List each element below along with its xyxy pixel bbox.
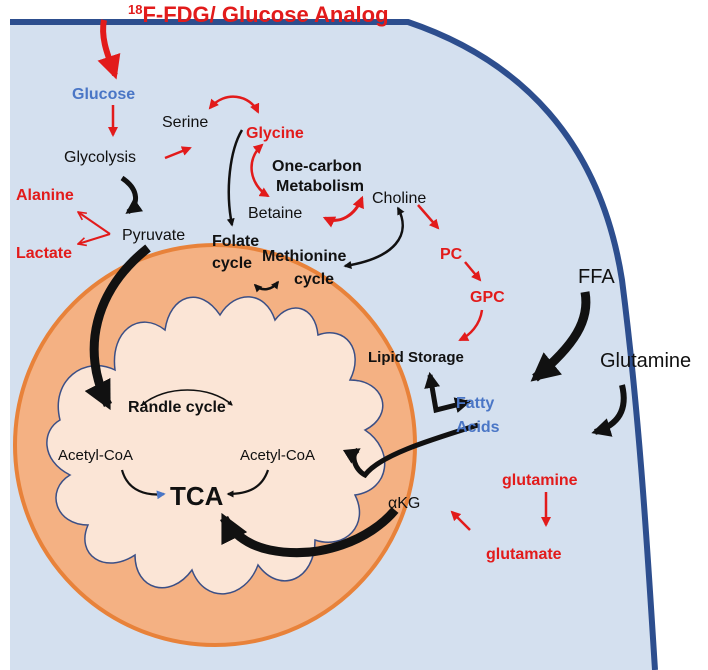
- acetylcoa-left-to-tca-arrow: [120, 469, 166, 500]
- pc-to-gpc-arrow: [464, 261, 482, 282]
- mitochondrion-inner-membrane: [46, 296, 386, 595]
- one-carbon-label-line1: One-carbon: [272, 158, 362, 175]
- folate-label-line2: cycle: [212, 255, 252, 272]
- methionine-label-line2: cycle: [294, 271, 334, 288]
- tracer-name: F-FDG/ Glucose Analog: [142, 2, 388, 27]
- serine-label: Serine: [162, 114, 208, 131]
- tracer-uptake-arrow: [97, 19, 121, 80]
- glutamine-internal-label: glutamine: [502, 472, 578, 489]
- glutamate-to-akg-arrow: [450, 510, 471, 531]
- glycolysis-to-pyruvate-arrow: [120, 175, 144, 215]
- glycine-label: Glycine: [246, 125, 304, 142]
- glycine-to-folate-arrow: [226, 129, 244, 227]
- fatty-acids-label-line1: Fatty: [456, 395, 494, 412]
- glutamine-uptake-arrow: [591, 384, 627, 437]
- methionine-label-line1: Methionine: [262, 248, 347, 265]
- glucose-label: Glucose: [72, 86, 135, 103]
- folate-label-line1: Folate: [212, 233, 259, 250]
- glycolysis-label: Glycolysis: [64, 149, 136, 166]
- fatty-acids-label-line2: Acids: [456, 419, 500, 436]
- ffa-uptake-arrow: [530, 291, 591, 382]
- glutamine-external-label: Glutamine: [600, 350, 691, 372]
- gpc-to-lipid-arrow: [458, 309, 484, 342]
- cell-membrane: [10, 19, 658, 670]
- akg-label: αKG: [388, 495, 420, 512]
- tca-label: TCA: [170, 481, 224, 511]
- glycolysis-to-glycine-arrow: [164, 146, 192, 160]
- pyruvate-to-alanine-arrow: [78, 212, 111, 235]
- glutamate-label: glutamate: [486, 546, 562, 563]
- pyruvate-label: Pyruvate: [122, 227, 185, 244]
- choline-label: Choline: [372, 190, 426, 207]
- lactate-label: Lactate: [16, 245, 72, 262]
- pyruvate-to-acetylcoa-arrow: [84, 244, 151, 411]
- pc-label: PC: [440, 246, 463, 263]
- choline-to-pc-arrow: [417, 204, 440, 230]
- gpc-label: GPC: [470, 289, 505, 306]
- serine-glycine-arrow: [208, 95, 260, 114]
- pyruvate-to-lactate-arrow: [78, 233, 111, 244]
- tracer-superscript: 18: [128, 2, 142, 17]
- lipid-fatty-arrow: [424, 371, 472, 414]
- choline-methionine-arrow: [343, 206, 405, 269]
- acetylcoa-right-to-tca-arrow: [226, 469, 270, 498]
- akg-alpha: α: [388, 495, 397, 512]
- glycine-betaine-arrow: [250, 143, 270, 198]
- randle-cycle-arrow: [141, 389, 233, 406]
- akg-text: KG: [397, 495, 420, 512]
- betaine-label: Betaine: [248, 205, 302, 222]
- ffa-label: FFA: [578, 266, 615, 288]
- randle-cycle-label: Randle cycle: [128, 399, 226, 416]
- tracer-label: 18F-FDG/ Glucose Analog: [128, 2, 389, 27]
- lipid-storage-label: Lipid Storage: [368, 349, 464, 366]
- fattyacids-to-acetylcoa-arrow: [342, 422, 479, 479]
- acetyl-coa-right-label: Acetyl-CoA: [240, 447, 315, 464]
- alanine-label: Alanine: [16, 187, 74, 204]
- acetyl-coa-left-label: Acetyl-CoA: [58, 447, 133, 464]
- folate-methionine-arrow: [253, 280, 279, 293]
- one-carbon-label-line2: Metabolism: [276, 178, 364, 195]
- akg-to-tca-arrow: [219, 507, 399, 558]
